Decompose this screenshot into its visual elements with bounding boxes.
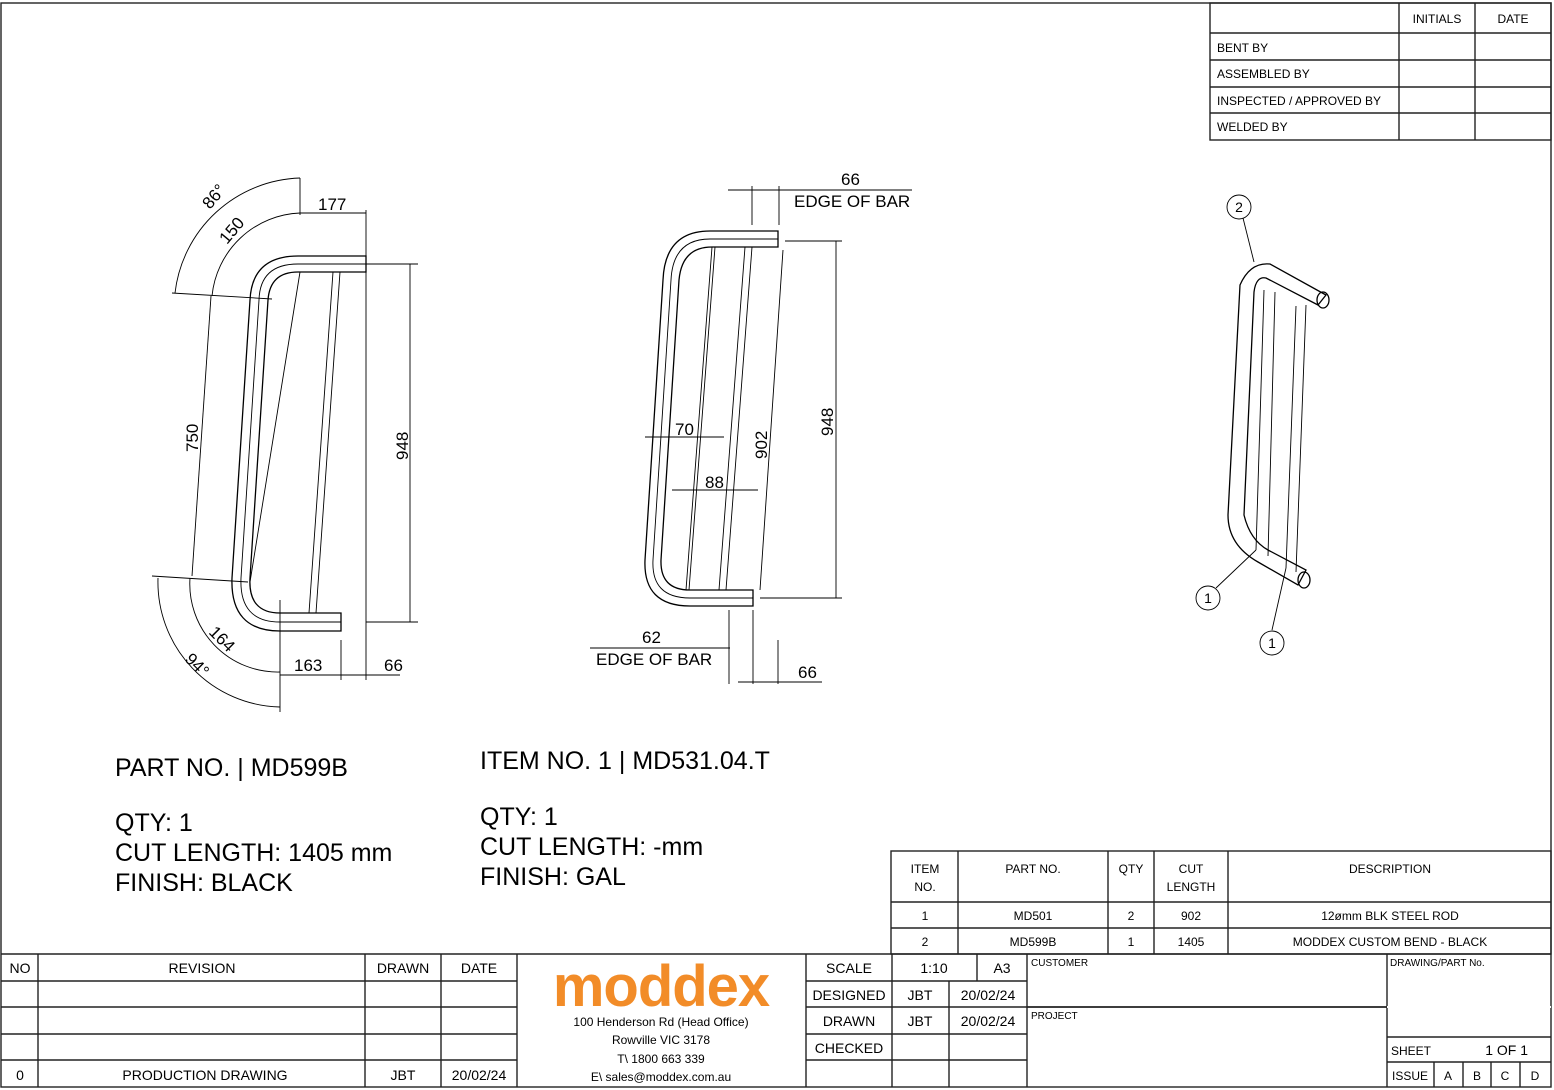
customer-label: CUSTOMER [1031, 958, 1088, 969]
dim-angle-bottom: 94° [181, 649, 213, 681]
drawn-date: 20/02/24 [961, 1013, 1016, 1029]
dim-bottom-edge: EDGE OF BAR [596, 650, 712, 669]
bom-header-length: LENGTH [1167, 880, 1216, 894]
dim-gap-2: 88 [705, 473, 724, 492]
dim-straight: 750 [183, 424, 202, 452]
issue-b: B [1473, 1069, 1481, 1083]
issue-c: C [1501, 1069, 1510, 1083]
middle-view: 66 EDGE OF BAR 948 902 70 88 62 EDGE OF … [590, 170, 912, 684]
dim-radius-top: 150 [216, 214, 249, 248]
balloon-1: 1 [1204, 590, 1212, 606]
part-finish: FINISH: BLACK [115, 869, 293, 897]
dim-top-edge: EDGE OF BAR [794, 192, 910, 211]
bom-cell: 2 [1128, 909, 1135, 923]
date-header: DATE [1497, 12, 1528, 26]
bom-cell: 12ømm BLK STEEL ROD [1321, 909, 1459, 923]
bom-table: ITEM NO. PART NO. QTY CUT LENGTH DESCRIP… [890, 850, 1552, 955]
drawn-label: DRAWN [823, 1013, 875, 1029]
checked-label: CHECKED [815, 1040, 883, 1056]
sheet-label: SHEET [1391, 1044, 1432, 1058]
bom-header-part-no: PART NO. [1005, 862, 1060, 876]
bom-header-description: DESCRIPTION [1349, 862, 1431, 876]
item-qty: QTY: 1 [480, 803, 558, 831]
bom-header-item-no: NO. [914, 880, 935, 894]
bom-cell: 1 [1128, 935, 1135, 949]
issue-a: A [1444, 1069, 1452, 1083]
dim-offset: 66 [384, 656, 403, 675]
signoff-label: WELDED BY [1217, 120, 1288, 134]
signoff-label: INSPECTED / APPROVED BY [1217, 94, 1381, 108]
company-phone: T\ 1800 663 339 [617, 1052, 705, 1066]
rev-header-no: NO [10, 960, 31, 976]
drawing-no-label: DRAWING/PART No. [1390, 958, 1485, 969]
revision-table: NO REVISION DRAWN DATE 0 PRODUCTION DRAW… [1, 953, 1551, 1087]
moddex-logo: moddex [553, 954, 770, 1019]
sheet-value: 1 OF 1 [1485, 1042, 1528, 1058]
part-qty: QTY: 1 [115, 809, 193, 837]
dim-bottom-right: 66 [798, 663, 817, 682]
bom-cell: 1 [922, 909, 929, 923]
bom-header-cut: CUT [1179, 862, 1204, 876]
part-info: PART NO. | MD599B QTY: 1 CUT LENGTH: 140… [115, 747, 770, 897]
company-city: Rowville VIC 3178 [612, 1033, 710, 1047]
dim-top-length: 177 [318, 195, 346, 214]
balloon-1b: 1 [1268, 635, 1276, 651]
scale-value: 1:10 [920, 960, 947, 976]
bom-cell: 1405 [1178, 935, 1205, 949]
dim-radius-bottom: 164 [205, 622, 238, 655]
signoff-label: BENT BY [1217, 41, 1268, 55]
rev-cell: PRODUCTION DRAWING [122, 1067, 287, 1083]
rev-cell: 20/02/24 [452, 1067, 507, 1083]
project-label: PROJECT [1031, 1011, 1078, 1022]
rev-cell: 0 [16, 1067, 24, 1083]
designed-by: JBT [908, 987, 933, 1003]
dim-height: 948 [818, 408, 837, 436]
signoff-table: INITIALS DATE BENT BY ASSEMBLED BY INSPE… [1209, 2, 1552, 141]
bom-cell: MD501 [1014, 909, 1053, 923]
initials-header: INITIALS [1413, 12, 1462, 26]
rev-cell: JBT [391, 1067, 416, 1083]
drawn-by: JBT [908, 1013, 933, 1029]
dim-bottom-offset: 62 [642, 628, 661, 647]
dim-bottom-length: 163 [294, 656, 322, 675]
sheet-size: A3 [993, 960, 1010, 976]
company-address: 100 Henderson Rd (Head Office) [573, 1015, 748, 1029]
designed-date: 20/02/24 [961, 987, 1016, 1003]
dim-height: 948 [393, 432, 412, 460]
isometric-view: 2 1 1 [1195, 194, 1330, 656]
left-view: 86° 150 177 750 948 164 94° 163 66 [151, 177, 418, 712]
balloon-2: 2 [1235, 199, 1243, 215]
bom-header-item: ITEM [911, 862, 940, 876]
item-cut-length: CUT LENGTH: -mm [480, 833, 703, 861]
bom-header-qty: QTY [1119, 862, 1144, 876]
dim-inner: 902 [752, 431, 771, 459]
title-block: SCALE 1:10 A3 DESIGNED JBT 20/02/24 DRAW… [805, 954, 1551, 1087]
rev-header-drawn: DRAWN [377, 960, 429, 976]
item-no: ITEM NO. 1 | MD531.04.T [480, 747, 770, 775]
rev-header-revision: REVISION [169, 960, 236, 976]
item-finish: FINISH: GAL [480, 863, 626, 891]
designed-label: DESIGNED [812, 987, 885, 1003]
issue-d: D [1531, 1069, 1540, 1083]
issue-label: ISSUE [1392, 1069, 1428, 1083]
bom-cell: 902 [1181, 909, 1201, 923]
bom-cell: 2 [922, 935, 929, 949]
part-no: PART NO. | MD599B [115, 754, 348, 782]
company-block: moddex 100 Henderson Rd (Head Office) Ro… [553, 954, 771, 1084]
bom-cell: MD599B [1010, 935, 1057, 949]
rev-header-date: DATE [461, 960, 497, 976]
dim-angle-top: 86° [199, 181, 230, 213]
signoff-label: ASSEMBLED BY [1217, 67, 1310, 81]
part-cut-length: CUT LENGTH: 1405 mm [115, 839, 392, 867]
dim-top-offset: 66 [841, 170, 860, 189]
company-email: E\ sales@moddex.com.au [591, 1070, 731, 1084]
scale-label: SCALE [826, 960, 872, 976]
dim-gap-1: 70 [675, 420, 694, 439]
bom-cell: MODDEX CUSTOM BEND - BLACK [1293, 935, 1487, 949]
